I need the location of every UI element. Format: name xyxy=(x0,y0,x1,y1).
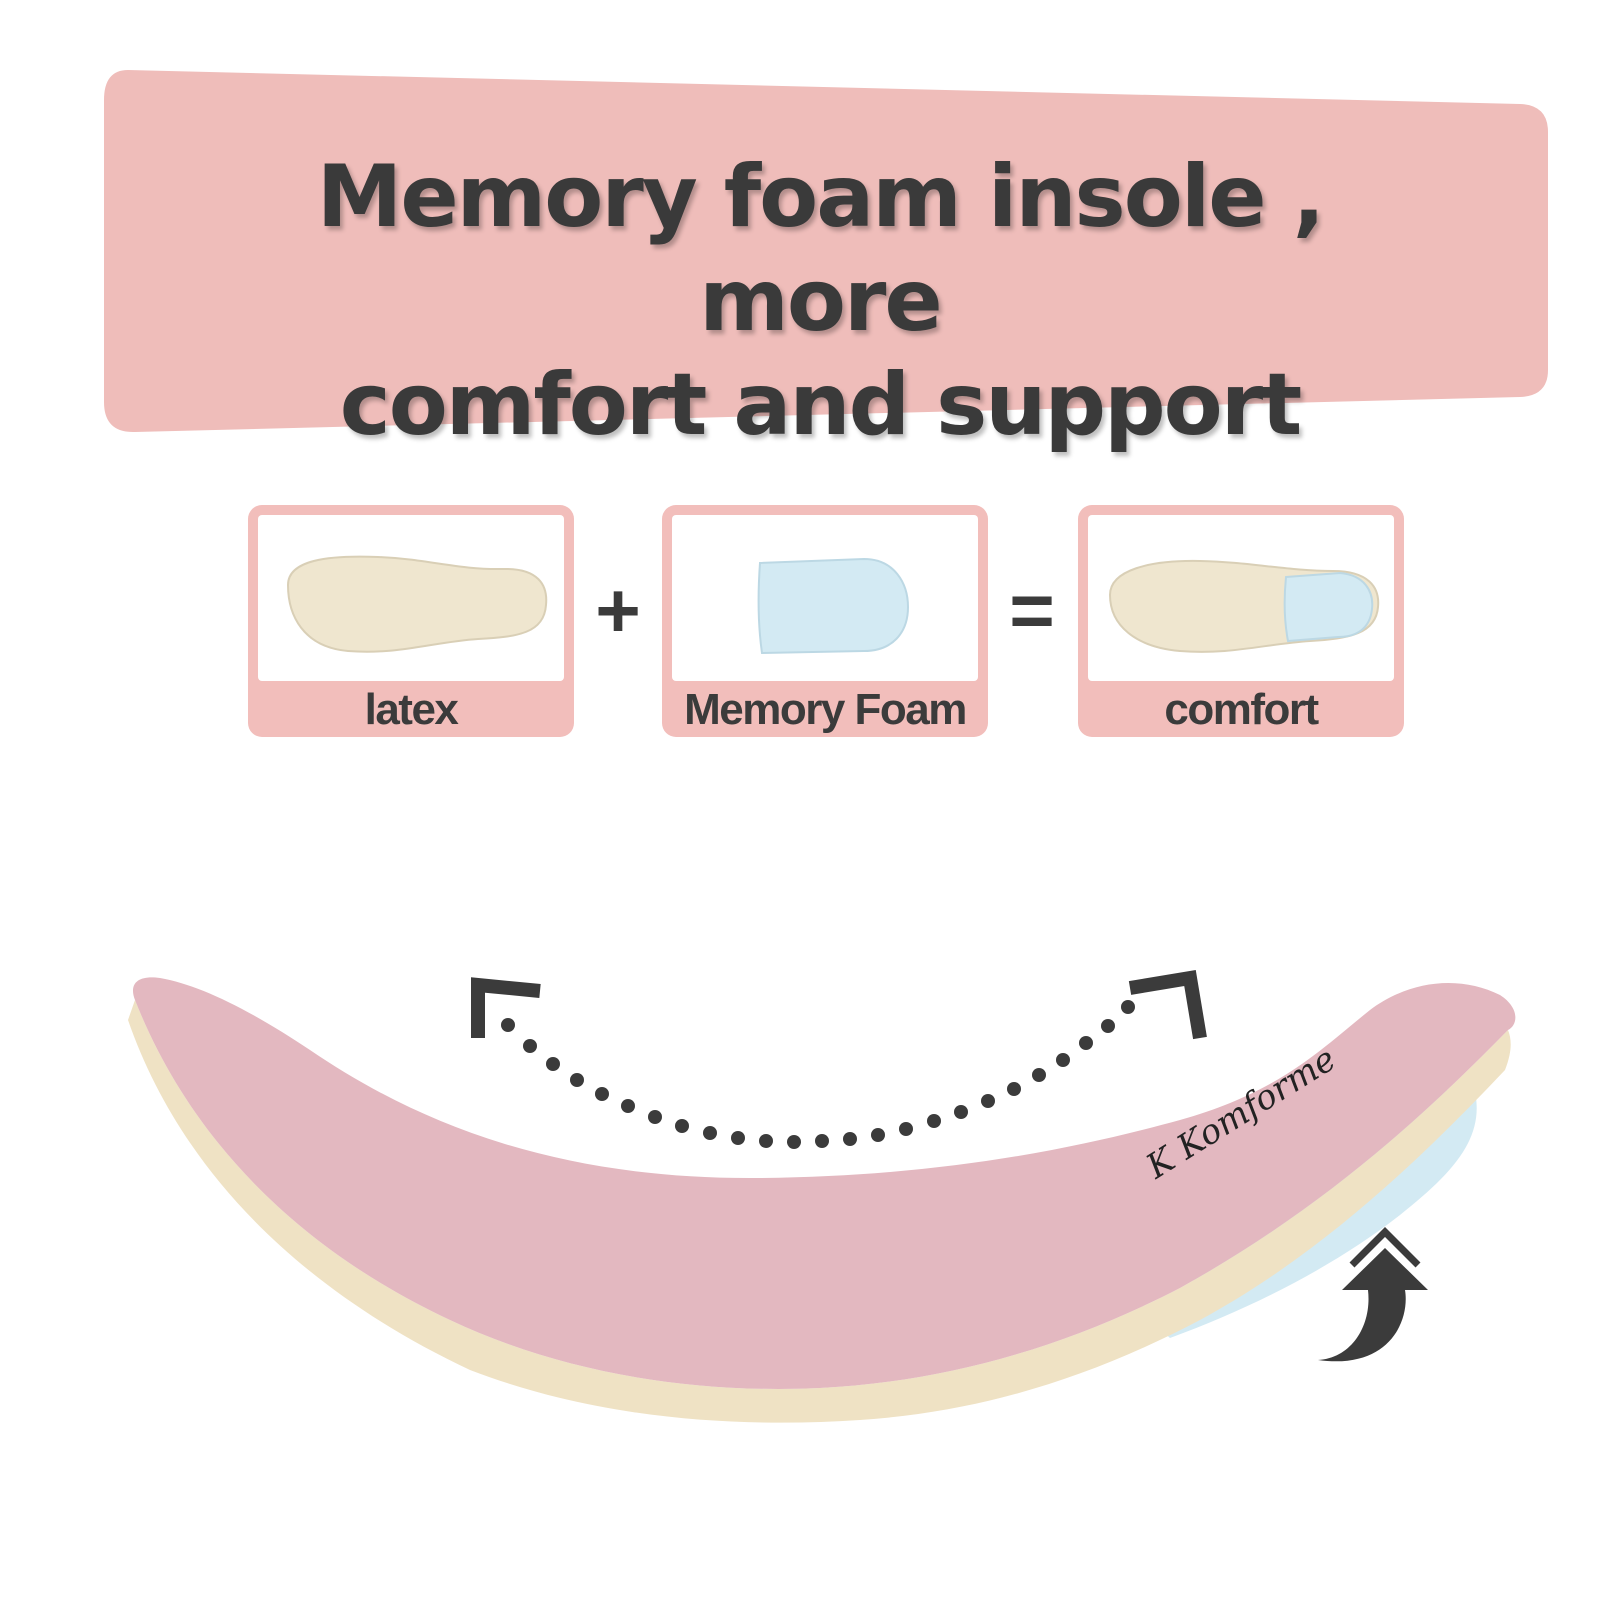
flex-arrow-dot xyxy=(1079,1036,1093,1050)
latex-card: latex xyxy=(248,505,574,737)
insole-top-layer xyxy=(132,977,1516,1389)
flex-arrow-dot xyxy=(523,1039,537,1053)
flex-arrow-dot xyxy=(871,1128,885,1142)
flex-arrow-dot xyxy=(1101,1019,1115,1033)
flex-arrow xyxy=(471,969,1207,1149)
lift-arrow-icon xyxy=(1318,1227,1428,1362)
flex-arrow-dot xyxy=(843,1132,857,1146)
headline-line-2: comfort and support xyxy=(339,355,1303,455)
flex-arrow-dot xyxy=(759,1134,773,1148)
flex-arrow-dot xyxy=(1032,1068,1046,1082)
latex-label: latex xyxy=(364,685,459,734)
flex-arrow-dot xyxy=(731,1131,745,1145)
flex-arrow-dot xyxy=(815,1134,829,1148)
memory-foam-pad-icon xyxy=(672,515,978,681)
combined-insole-icon xyxy=(1088,515,1394,681)
flex-arrow-head-left xyxy=(471,977,541,1038)
headline: Memory foam insole , more comfort and su… xyxy=(200,145,1440,457)
flex-arrow-dot xyxy=(787,1135,801,1149)
flex-arrow-dot xyxy=(501,1018,515,1032)
comfort-label: comfort xyxy=(1164,685,1319,734)
latex-layer xyxy=(128,1000,1511,1423)
flex-arrow-head-right xyxy=(1128,969,1207,1040)
flex-arrow-dot xyxy=(570,1073,584,1087)
flex-arrow-dot xyxy=(703,1126,717,1140)
comfort-card: comfort xyxy=(1078,505,1404,737)
memory-foam-label: Memory Foam xyxy=(684,685,967,734)
flex-arrow-dot xyxy=(954,1105,968,1119)
plus-sign: + xyxy=(595,566,641,654)
latex-insole-icon xyxy=(258,515,564,681)
headline-banner xyxy=(104,70,1548,433)
equals-sign: = xyxy=(1009,566,1055,654)
flex-arrow-dot xyxy=(899,1122,913,1136)
flex-arrow-dot xyxy=(546,1057,560,1071)
memory-foam-card: Memory Foam xyxy=(662,505,988,737)
flex-arrow-dot xyxy=(595,1087,609,1101)
flex-arrow-dot xyxy=(1121,1000,1135,1014)
flex-arrow-dot xyxy=(675,1119,689,1133)
flex-arrow-dot xyxy=(621,1099,635,1113)
headline-line-1: Memory foam insole , more xyxy=(316,147,1326,351)
flex-arrow-dot xyxy=(1056,1053,1070,1067)
flex-arrow-dot xyxy=(1007,1082,1021,1096)
flexible-insole-illustration xyxy=(128,969,1516,1423)
flex-arrow-dot xyxy=(981,1094,995,1108)
flex-arrow-dot xyxy=(927,1114,941,1128)
flex-arrow-dot xyxy=(648,1110,662,1124)
